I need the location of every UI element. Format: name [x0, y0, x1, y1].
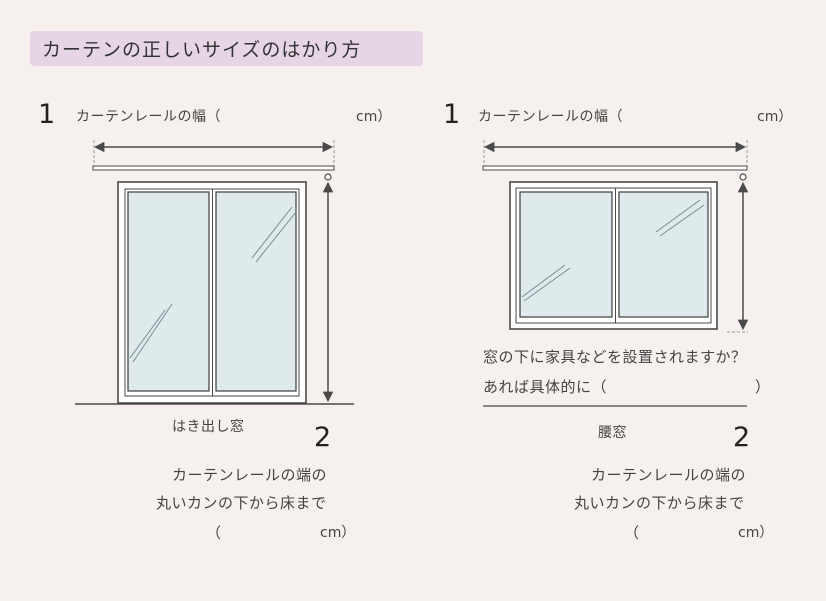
left-glass-pane-right: [215, 191, 297, 392]
furniture-answer-label: あれば具体的に（: [483, 378, 608, 396]
right-glare-line-2: [523, 267, 571, 302]
left-rail-width-unit: cm）: [356, 109, 392, 125]
right-window-group: [482, 140, 749, 407]
left-window-group: [75, 140, 354, 405]
page-title: カーテンの正しいサイズのはかり方: [30, 31, 423, 66]
left-glass-pane-left: [127, 191, 210, 392]
right-window-inner-frame: [515, 187, 712, 324]
furniture-answer-close: ）: [755, 378, 771, 396]
right-step2-open-paren: （: [624, 524, 640, 542]
right-rail-ring-icon: [739, 173, 747, 181]
left-step1-number: 1: [38, 99, 56, 130]
left-glare-line-2: [132, 303, 173, 363]
left-glare-line-4: [255, 211, 297, 263]
right-step2-line1: カーテンレールの端の: [591, 466, 747, 484]
right-step1-number: 1: [443, 99, 461, 130]
left-step2-number: 2: [314, 422, 332, 453]
right-step2-number: 2: [733, 422, 751, 453]
left-step2-line1: カーテンレールの端の: [172, 466, 328, 484]
right-glare-line-1: [521, 264, 566, 298]
left-step2-open-paren: （: [206, 524, 222, 542]
right-glare-line-3: [655, 199, 701, 233]
right-window-type-label: 腰窓: [598, 425, 627, 441]
left-curtain-rail: [92, 165, 335, 171]
left-window-type-label: はき出し窓: [172, 419, 245, 435]
right-rail-width-unit: cm）: [757, 109, 793, 125]
left-glare-line-1: [129, 309, 166, 359]
right-curtain-rail: [482, 165, 748, 171]
left-glare-line-3: [251, 206, 293, 259]
page-title-text: カーテンの正しいサイズのはかり方: [42, 39, 362, 61]
left-rail-width-label: カーテンレールの幅（: [76, 109, 221, 125]
right-glare-line-4: [659, 204, 705, 237]
left-step2-line2: 丸いカンの下から床まで: [156, 494, 327, 512]
furniture-question: 窓の下に家具などを設置されますか？: [483, 348, 747, 366]
right-glass-pane-left: [519, 191, 613, 318]
right-glass-pane-right: [618, 191, 709, 318]
left-step2-unit: cm）: [320, 525, 356, 541]
left-rail-ring-icon: [324, 173, 332, 181]
right-step2-line2: 丸いカンの下から床まで: [574, 494, 745, 512]
right-rail-width-label: カーテンレールの幅（: [478, 109, 623, 125]
right-step2-unit: cm）: [738, 525, 774, 541]
